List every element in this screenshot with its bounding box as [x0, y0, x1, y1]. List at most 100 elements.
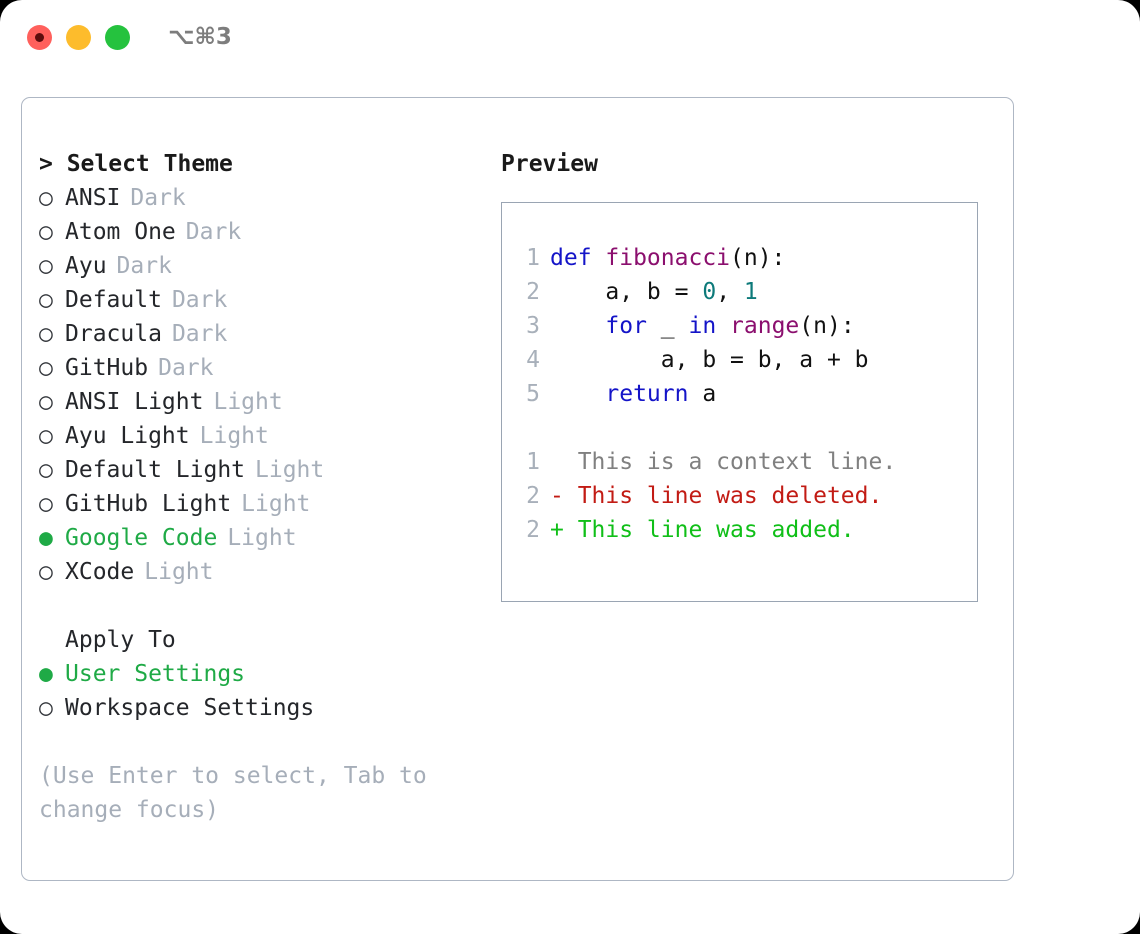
apply-to-option-label: User Settings	[65, 661, 246, 687]
code-line-text: for _ in range(n):	[550, 309, 855, 343]
code-token-kw: def	[550, 245, 606, 271]
code-token-txt: a, b =	[550, 279, 703, 305]
diff-line-text: - This line was deleted.	[550, 483, 883, 509]
theme-variant-badge: Light	[255, 457, 325, 483]
preview-title: Preview	[501, 151, 598, 177]
code-line-text: a, b = b, a + b	[550, 343, 869, 377]
line-number: 2	[526, 483, 540, 509]
theme-option-ansi-light[interactable]: ○ ANSI Light Light	[39, 385, 479, 419]
apply-to-option-workspace-settings[interactable]: ○Workspace Settings	[39, 691, 479, 725]
radio-unselected-icon: ○	[39, 389, 53, 415]
theme-option-label: Default Light	[65, 457, 246, 483]
line-number: 3	[526, 313, 540, 339]
code-line: 2 a, b = 0, 1	[502, 275, 977, 309]
theme-variant-badge: Dark	[158, 355, 214, 381]
line-number: 1	[526, 449, 540, 475]
code-token-kw: in	[688, 313, 717, 339]
code-token-txt: a	[688, 381, 717, 407]
line-number: 2	[526, 279, 540, 305]
diff-block: 1 This is a context line.2- This line wa…	[502, 445, 977, 547]
diff-line-text: + This line was added.	[550, 517, 855, 543]
radio-unselected-icon: ○	[39, 321, 53, 347]
window-controls	[27, 25, 130, 50]
theme-option-label: GitHub Light	[65, 491, 232, 517]
section-spacer	[39, 589, 479, 623]
theme-variant-badge: Light	[241, 491, 311, 517]
theme-option-label: ANSI Light	[65, 389, 204, 415]
line-number: 1	[526, 245, 540, 271]
code-token-kw: return	[605, 381, 689, 407]
theme-option-label: Dracula	[65, 321, 162, 347]
code-token-txt: _	[646, 313, 689, 339]
radio-unselected-icon: ○	[39, 457, 53, 483]
apply-to-option-user-settings[interactable]: ● User Settings	[39, 657, 479, 691]
code-token-txt: a, b = b, a + b	[550, 347, 869, 373]
theme-option-default-light[interactable]: ○ Default Light Light	[39, 453, 479, 487]
theme-option-dracula[interactable]: ○ Dracula Dark	[39, 317, 479, 351]
theme-variant-badge: Dark	[171, 321, 228, 347]
diff-line-add: 2 + This line was added.	[502, 513, 977, 547]
theme-option-github-light[interactable]: ○ GitHub Light Light	[39, 487, 479, 521]
record-indicator-icon	[35, 33, 44, 42]
radio-unselected-icon: ○	[39, 287, 53, 313]
code-token-num: 0	[702, 279, 717, 305]
theme-variant-badge: Light	[213, 389, 283, 415]
line-number: 2	[526, 517, 540, 543]
apply-to-header: Apply To	[65, 627, 176, 653]
code-line: 3 for _ in range(n):	[502, 309, 977, 343]
radio-unselected-icon: ○	[39, 491, 53, 517]
title-bar: ⌥⌘3	[0, 0, 1140, 76]
code-token-fn: range	[730, 313, 800, 339]
code-token-txt: (n):	[730, 245, 786, 271]
theme-variant-badge: Light	[227, 525, 297, 551]
theme-option-atom-one[interactable]: ○ Atom One Dark	[39, 215, 479, 249]
radio-unselected-icon: ○	[39, 219, 53, 245]
theme-option-label: XCode	[65, 559, 135, 585]
close-button[interactable]	[27, 25, 52, 50]
apply-to-list[interactable]: ● User Settings ○Workspace Settings	[39, 657, 479, 725]
theme-variant-badge: Light	[199, 423, 269, 449]
code-line-text: a, b = 0, 1	[550, 275, 758, 309]
code-token-kw: for	[605, 313, 647, 339]
theme-option-label: ANSI	[65, 185, 121, 211]
theme-option-label: Google Code	[65, 525, 218, 551]
theme-option-ansi[interactable]: ○ ANSI Dark	[39, 181, 479, 215]
minimize-button[interactable]	[66, 25, 91, 50]
code-token-fn: fibonacci	[605, 245, 731, 271]
theme-variant-badge: Dark	[130, 185, 186, 211]
theme-variant-badge: Light	[144, 559, 214, 585]
theme-option-label: Ayu	[65, 253, 107, 279]
code-token-txt	[550, 313, 605, 339]
line-number: 5	[526, 381, 540, 407]
code-token-num: 1	[743, 279, 758, 305]
diff-line-del: 2 - This line was deleted.	[502, 479, 977, 513]
code-token-txt	[716, 313, 730, 339]
keyboard-hint-text: (Use Enter to select, Tab to change focu…	[39, 763, 427, 823]
theme-option-label: Default	[65, 287, 162, 313]
theme-option-label: Atom One	[65, 219, 176, 245]
theme-variant-badge: Dark	[185, 219, 242, 245]
theme-variant-badge: Dark	[116, 253, 172, 279]
maximize-button[interactable]	[105, 25, 130, 50]
radio-unselected-icon: ○	[39, 695, 53, 721]
radio-unselected-icon: ○	[39, 185, 53, 211]
code-token-txt	[550, 381, 605, 407]
theme-option-label: Ayu Light	[65, 423, 190, 449]
code-diff-spacer	[502, 411, 977, 445]
code-token-txt: ,	[716, 279, 744, 305]
radio-unselected-icon: ○	[39, 355, 53, 381]
code-line-text: def fibonacci(n):	[550, 241, 785, 275]
radio-selected-icon: ●	[39, 661, 53, 687]
code-token-txt: (n):	[799, 313, 855, 339]
